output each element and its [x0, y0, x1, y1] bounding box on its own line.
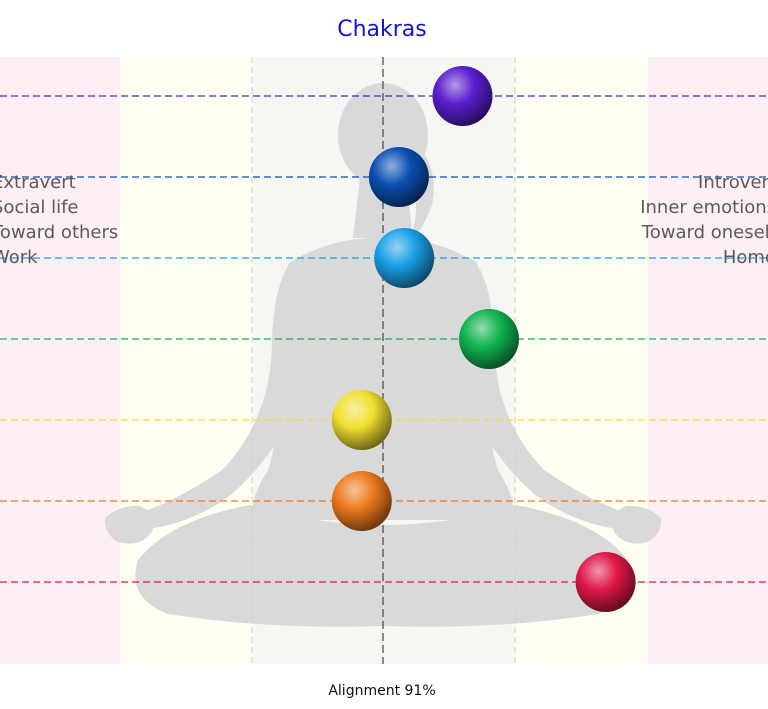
- right-label-toward-oneself: Toward oneself: [641, 222, 768, 243]
- chakra-points: [331, 66, 636, 612]
- chakra-point-2: [368, 147, 429, 207]
- left-side-labels: Extravert Social life Toward others Work: [0, 172, 118, 268]
- silhouette-left-arm: [138, 268, 308, 530]
- chakra-lines: [0, 95, 768, 583]
- chakra-point-5: [331, 390, 392, 450]
- chakra-point-7: [575, 552, 636, 612]
- chakra-point-3: [374, 228, 435, 288]
- chakra-point-1: [432, 66, 493, 126]
- left-label-toward-others: Toward others: [0, 222, 118, 243]
- silhouette-right-hand: [612, 505, 662, 544]
- left-label-work: Work: [0, 247, 38, 268]
- right-side-labels: Introvert Inner emotions Toward oneself …: [640, 172, 768, 268]
- chakra-point-6: [331, 471, 392, 531]
- silhouette-torso: [252, 237, 514, 520]
- silhouette-left-hand: [104, 505, 154, 544]
- right-label-introvert: Introvert: [698, 172, 768, 193]
- band-outer-right: [648, 57, 768, 664]
- chakra-point-4: [459, 309, 519, 369]
- alignment-footer: Alignment 91%: [328, 683, 435, 699]
- band-outer-left: [0, 57, 120, 664]
- right-label-home: Home: [723, 247, 768, 268]
- chart-title: Chakras: [337, 17, 427, 42]
- silhouette-right-arm: [458, 268, 628, 530]
- right-label-inner-emotions: Inner emotions: [640, 197, 768, 218]
- left-label-extravert: Extravert: [0, 172, 76, 193]
- left-label-social-life: Social life: [0, 197, 79, 218]
